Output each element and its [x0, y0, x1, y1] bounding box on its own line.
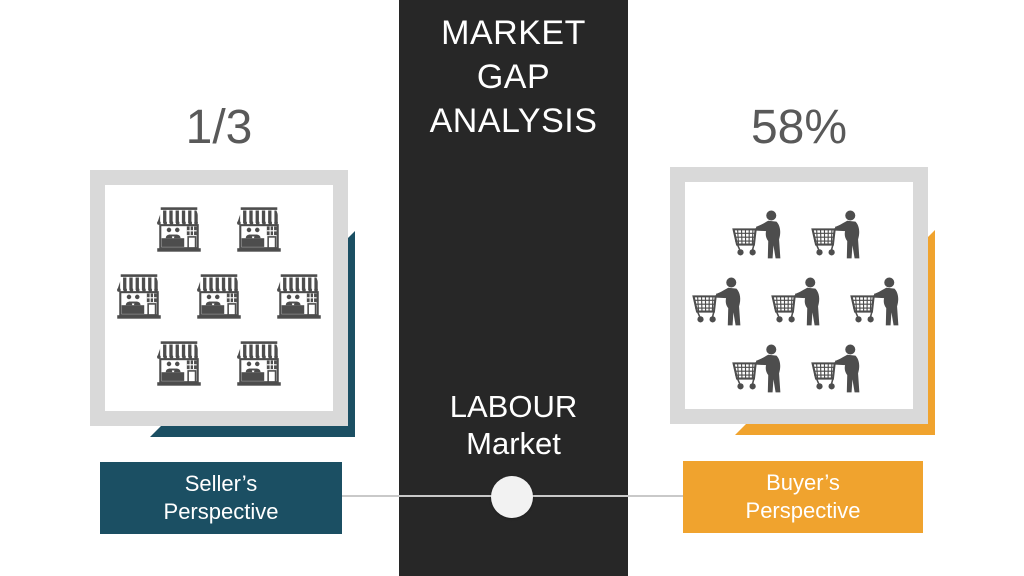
seller-label-line: Perspective — [163, 499, 279, 524]
subtitle: LABOUR Market — [399, 388, 628, 462]
market-stall-icon — [151, 340, 207, 387]
buyer-label-line: Perspective — [745, 498, 861, 523]
seller-label-box: Seller’s Perspective — [100, 462, 342, 534]
icon-row — [151, 340, 287, 387]
shopper-cart-icon — [688, 276, 752, 328]
subtitle-line: Market — [466, 426, 561, 461]
market-stall-icon — [111, 273, 167, 320]
icon-row — [728, 209, 871, 261]
buyer-label-line: Buyer’s — [766, 470, 840, 495]
title-line: ANALYSIS — [429, 102, 598, 140]
shopper-cart-icon — [846, 276, 910, 328]
title-line: GAP — [476, 58, 551, 96]
connector-node-circle — [491, 476, 533, 518]
shopper-cart-icon — [728, 209, 792, 261]
icon-row — [111, 273, 327, 320]
market-stall-icon — [151, 206, 207, 253]
buyer-stat: 58% — [750, 101, 848, 154]
market-stall-icon — [271, 273, 327, 320]
buyer-label-box: Buyer’s Perspective — [683, 461, 923, 533]
subtitle-line: LABOUR — [449, 389, 578, 424]
seller-icon-grid — [105, 185, 333, 387]
page-title: MARKET GAP ANALYSIS — [399, 0, 628, 143]
title-line: MARKET — [441, 14, 586, 52]
seller-stat: 1/3 — [185, 101, 253, 154]
seller-label-line: Seller’s — [184, 471, 258, 496]
icon-row — [151, 206, 287, 253]
market-stall-icon — [231, 206, 287, 253]
shopper-cart-icon — [807, 209, 871, 261]
seller-panel — [90, 170, 348, 426]
icon-row — [728, 343, 871, 395]
market-stall-icon — [191, 273, 247, 320]
buyer-icon-grid — [685, 182, 913, 395]
shopper-cart-icon — [807, 343, 871, 395]
market-stall-icon — [231, 340, 287, 387]
icon-row — [688, 276, 910, 328]
shopper-cart-icon — [728, 343, 792, 395]
buyer-panel — [670, 167, 928, 424]
shopper-cart-icon — [767, 276, 831, 328]
